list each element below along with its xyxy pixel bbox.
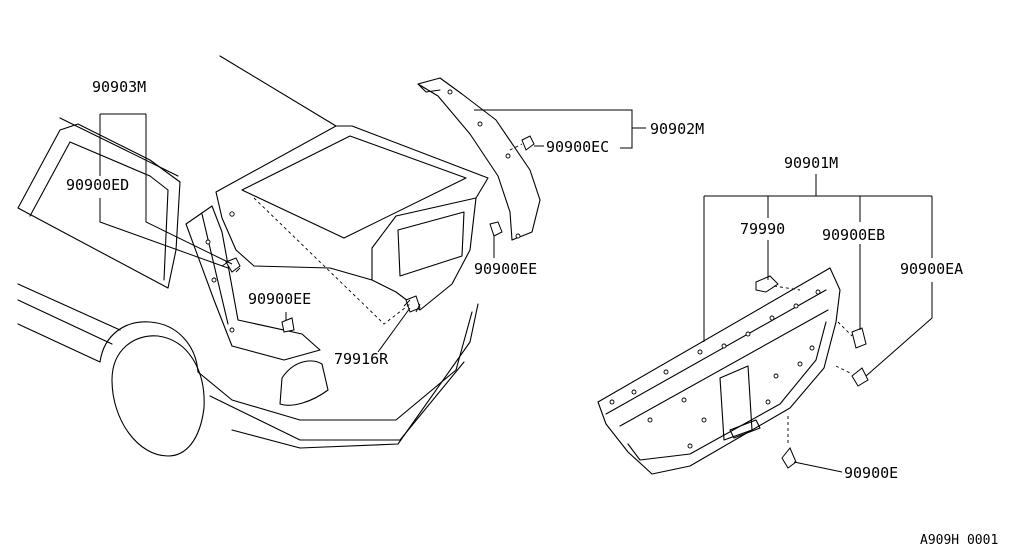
label-90900ec: 90900EC xyxy=(546,138,609,156)
label-90900ea: 90900EA xyxy=(900,260,963,278)
panel-holes xyxy=(609,289,821,449)
clip-90900ec xyxy=(521,135,535,151)
rear-spoiler xyxy=(417,77,541,241)
label-90900eb: 90900EB xyxy=(822,226,885,244)
clip-90900ee-left xyxy=(281,317,295,333)
label-90903m: 90903M xyxy=(92,78,146,96)
clip-90900eb xyxy=(851,327,867,349)
clip-79916r xyxy=(403,295,421,313)
clip-90900ea xyxy=(851,367,869,387)
clip-90900e xyxy=(781,447,797,469)
label-79916r: 79916R xyxy=(334,350,389,368)
clip-79990 xyxy=(755,275,779,293)
rear-finisher-panel xyxy=(597,267,841,475)
clip-90900ed xyxy=(221,257,241,273)
label-90901m: 90901M xyxy=(784,154,838,172)
label-90902m: 90902M xyxy=(650,120,704,138)
label-90900e: 90900E xyxy=(844,464,898,482)
diagram-reference: A909H 0001 xyxy=(920,533,998,548)
label-90900ee-left: 90900EE xyxy=(248,290,311,308)
label-90900ee-right: 90900EE xyxy=(474,260,537,278)
clip-90900ee-right xyxy=(489,221,503,237)
leader-lines xyxy=(99,109,933,473)
car-rear-body xyxy=(17,55,489,457)
label-79990: 79990 xyxy=(740,220,785,238)
label-90900ed: 90900ED xyxy=(66,176,129,194)
